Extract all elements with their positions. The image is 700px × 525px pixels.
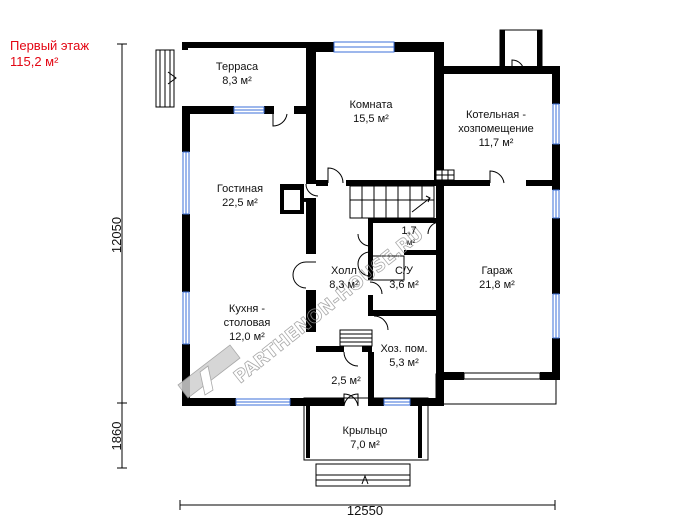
room-terrace-name: Терраса: [216, 61, 259, 73]
room-utility-name: Хоз. пом.: [380, 343, 427, 355]
room-boiler-name2: хозпомещение: [458, 123, 534, 135]
room-living-name: Гостиная: [217, 183, 263, 195]
room-kitchen-area: 12,0 м²: [229, 331, 265, 343]
room-labels: Терраса 8,3 м² Комната 15,5 м² Котельная…: [216, 61, 534, 451]
room-hall-name: Холл: [331, 265, 357, 277]
room-utility-area: 5,3 м²: [389, 357, 419, 369]
vent-grid: [435, 169, 455, 181]
room-wc-name: С/У: [395, 265, 414, 277]
dim-height-porch: 1860: [109, 422, 124, 451]
room-landing-unit: м²: [407, 238, 416, 247]
windows: [182, 41, 560, 406]
garage-door: [463, 372, 541, 380]
room-storage-area: 2,5 м²: [331, 375, 361, 387]
dim-height-main: 12050: [109, 217, 124, 253]
boiler-vestibule: [499, 29, 543, 73]
room-kitchen-name2: столовая: [224, 317, 271, 329]
room-garage-name: Гараж: [481, 265, 513, 277]
room-boiler-area: 11,7 м²: [479, 137, 514, 149]
room-landing-area: 1,7: [401, 225, 416, 237]
fireplace-inner: [284, 190, 300, 210]
dimension-lines: [117, 43, 556, 510]
room-kitchen-name: Кухня -: [229, 303, 265, 315]
room-terrace-area: 8,3 м²: [222, 75, 252, 87]
room-porch-name: Крыльцо: [343, 425, 388, 437]
room-porch-area: 7,0 м²: [350, 439, 380, 451]
terrace-steps: [155, 49, 175, 108]
room-wc-area: 3,6 м²: [389, 279, 419, 291]
floor-title: Первый этаж 115,2 м²: [10, 38, 89, 70]
room-komnata-area: 15,5 м²: [353, 113, 389, 125]
floor-name: Первый этаж: [10, 38, 90, 53]
doors: [272, 59, 525, 407]
room-hall-area: 8,3 м²: [329, 279, 359, 291]
room-garage-area: 21,8 м²: [479, 279, 515, 291]
walls: [182, 42, 560, 406]
floor-area: 115,2 м²: [10, 54, 59, 69]
staircase: [339, 185, 435, 347]
room-boiler-name: Котельная -: [466, 109, 526, 121]
dim-width: 12550: [347, 503, 383, 518]
room-living-area: 22,5 м²: [222, 197, 258, 209]
room-komnata-name: Комната: [349, 99, 393, 111]
